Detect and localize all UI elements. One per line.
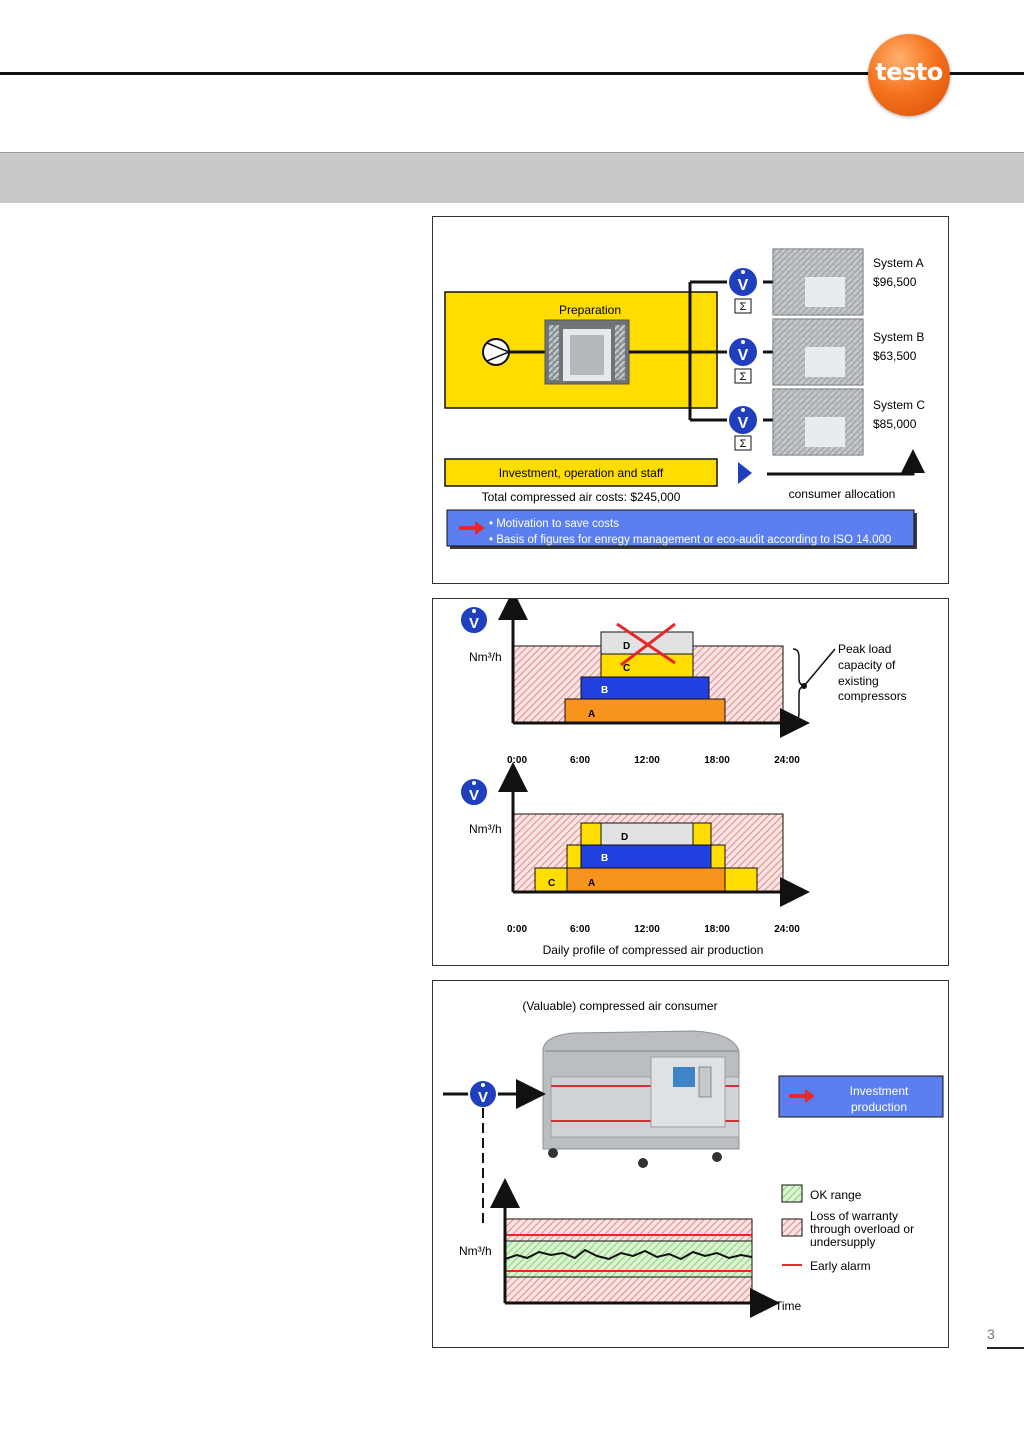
tick-bottom-0: 0:00 bbox=[507, 924, 527, 935]
red-arrow-icon-2 bbox=[789, 1089, 815, 1103]
flow-meter-consumer: V bbox=[468, 1079, 498, 1109]
tick-bottom-12: 12:00 bbox=[634, 924, 660, 935]
legend-loss-label-1: Loss of warranty bbox=[810, 1209, 898, 1223]
system-b-photo bbox=[772, 318, 864, 386]
investment-label: Investment, operation and staff bbox=[499, 466, 664, 480]
cost-allocation-panel: Preparation V Σ V Σ V Σ bbox=[432, 216, 949, 584]
block-bottom-c-right bbox=[724, 867, 758, 893]
svg-text:V: V bbox=[469, 787, 479, 804]
consumer-machine-illustration bbox=[542, 1030, 740, 1168]
bullet-1: • Motivation to save costs bbox=[489, 518, 619, 530]
block-bottom-b-label: B bbox=[601, 853, 608, 864]
consumption-curve bbox=[504, 1248, 753, 1261]
total-costs: Total compressed air costs: $245,000 bbox=[482, 490, 681, 504]
tick-top-6: 6:00 bbox=[570, 755, 590, 766]
svg-text:V: V bbox=[738, 415, 749, 432]
allocation-arrow bbox=[767, 449, 925, 476]
legend-ok-label: OK range bbox=[810, 1188, 862, 1202]
preparation-photo bbox=[544, 319, 630, 385]
legend-ok-swatch bbox=[781, 1184, 803, 1203]
block-top-d-label: D bbox=[623, 641, 630, 652]
undersupply-zone bbox=[504, 1276, 753, 1304]
system-c-name: System C bbox=[873, 398, 925, 412]
legend-loss-swatch bbox=[781, 1218, 803, 1237]
block-top-c-label: C bbox=[623, 663, 630, 674]
svg-text:V: V bbox=[469, 615, 479, 632]
block-bottom-a-label: A bbox=[588, 878, 595, 889]
peak-label-3: existing bbox=[838, 674, 879, 688]
tick-bottom-18: 18:00 bbox=[704, 924, 730, 935]
compressor-icon bbox=[482, 338, 511, 366]
block-top-b-label: B bbox=[601, 685, 608, 696]
ylabel-top: Nm³/h bbox=[469, 650, 502, 664]
play-arrow-icon bbox=[738, 462, 752, 484]
page-number: 3 bbox=[987, 1326, 995, 1342]
peak-label-2: capacity of bbox=[838, 658, 896, 672]
meter-icon-top: V bbox=[459, 605, 489, 635]
meter-icon-bottom: V bbox=[459, 777, 489, 807]
consumer-panel: (Valuable) compressed air consumer V Inv… bbox=[432, 980, 949, 1348]
block-bottom-d bbox=[600, 822, 694, 846]
consumer-allocation: consumer allocation bbox=[789, 487, 896, 501]
peak-label-4: compressors bbox=[838, 689, 907, 703]
tick-bottom-6: 6:00 bbox=[570, 924, 590, 935]
system-c-photo bbox=[772, 388, 864, 456]
motivation-box bbox=[446, 509, 915, 547]
flow-meter-b: V Σ bbox=[727, 336, 759, 384]
overload-zone bbox=[504, 1218, 753, 1242]
tick-top-0: 0:00 bbox=[507, 755, 527, 766]
investment-line-1: Investment bbox=[850, 1084, 909, 1098]
peak-label-1: Peak load bbox=[838, 642, 891, 656]
cancel-cross-icon bbox=[616, 622, 676, 667]
svg-text:Σ: Σ bbox=[740, 438, 747, 450]
system-b-name: System B bbox=[873, 330, 924, 344]
legend-loss-label-2: through overload or bbox=[810, 1222, 914, 1236]
flow-meter-a: V Σ bbox=[727, 266, 759, 314]
block-top-a-label: A bbox=[588, 709, 595, 720]
system-a-cost: $96,500 bbox=[873, 275, 917, 289]
svg-text:Σ: Σ bbox=[740, 371, 747, 383]
cost-allocation-diagram: Preparation V Σ V Σ V Σ bbox=[444, 248, 925, 549]
system-b-cost: $63,500 bbox=[873, 349, 917, 363]
ylabel-bottom: Nm³/h bbox=[469, 822, 502, 836]
consumer-diagram: (Valuable) compressed air consumer V Inv… bbox=[443, 999, 944, 1318]
legend-loss-label-3: undersupply bbox=[810, 1235, 875, 1249]
ylabel-consumer: Nm³/h bbox=[459, 1244, 492, 1258]
flow-meter-c: V Σ bbox=[727, 404, 759, 451]
investment-line-2: production bbox=[851, 1100, 907, 1114]
tick-top-24: 24:00 bbox=[774, 755, 800, 766]
svg-text:Σ: Σ bbox=[740, 301, 747, 313]
daily-profile-caption: Daily profile of compressed air producti… bbox=[543, 943, 764, 957]
system-a-name: System A bbox=[873, 256, 924, 270]
tick-top-12: 12:00 bbox=[634, 755, 660, 766]
section-band bbox=[0, 152, 1024, 203]
header-rule bbox=[0, 72, 1024, 75]
daily-profile-diagram: V Nm³/h D C B A Peak load capacity of ex… bbox=[459, 590, 907, 957]
block-bottom-d-label: D bbox=[621, 832, 628, 843]
tick-bottom-24: 24:00 bbox=[774, 924, 800, 935]
page-number-rule bbox=[987, 1347, 1024, 1349]
investment-box bbox=[444, 458, 718, 487]
legend-alarm-label: Early alarm bbox=[810, 1259, 871, 1273]
system-c-cost: $85,000 bbox=[873, 417, 917, 431]
testo-logo: testo bbox=[868, 34, 950, 116]
svg-text:V: V bbox=[738, 347, 749, 364]
daily-profile-panel: V Nm³/h D C B A Peak load capacity of ex… bbox=[432, 590, 949, 966]
block-bottom-c-label: C bbox=[548, 878, 555, 889]
xlabel-time: Time bbox=[775, 1299, 802, 1313]
block-top-c bbox=[600, 653, 694, 678]
svg-text:V: V bbox=[478, 1089, 488, 1106]
system-a-photo bbox=[772, 248, 864, 316]
tick-top-18: 18:00 bbox=[704, 755, 730, 766]
block-top-a bbox=[564, 698, 726, 724]
block-bottom-c-left bbox=[534, 867, 568, 893]
consumer-title: (Valuable) compressed air consumer bbox=[522, 999, 717, 1013]
bullet-2: • Basis of figures for enregy management… bbox=[489, 534, 891, 546]
preparation-label: Preparation bbox=[559, 303, 621, 317]
red-arrow-icon bbox=[459, 521, 485, 535]
svg-text:V: V bbox=[738, 277, 749, 294]
